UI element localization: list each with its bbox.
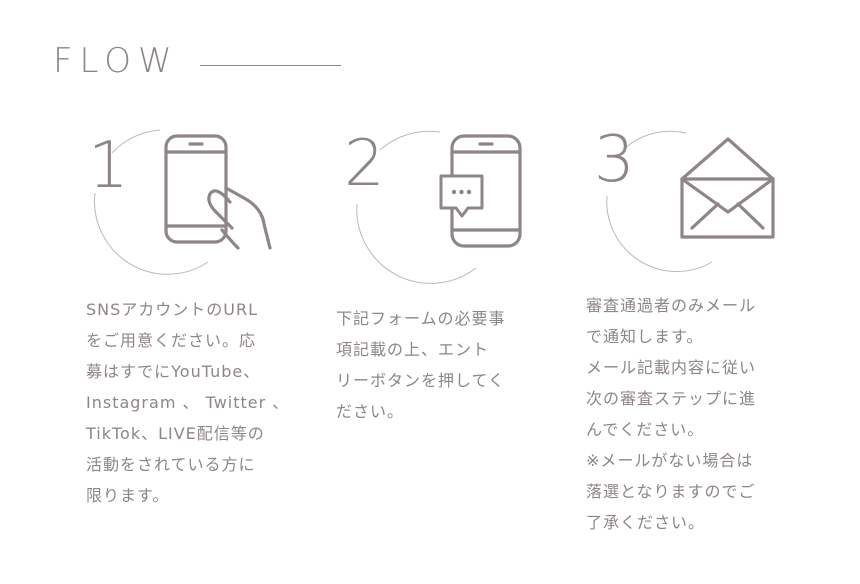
step-3-number: 3 [594,123,635,197]
step-3-line: で通知します。 [586,327,704,346]
step-3-line: メール記載内容に従い [586,358,757,377]
step-1-line: Instagram 、 Twitter 、 [86,393,290,412]
step-3-description: 審査通過者のみメール で通知します。 メール記載内容に従い 次の審査ステップに進… [586,290,756,538]
step-1-line: TikTok、LIVE配信等の [86,424,265,443]
phone-hand-icon [164,134,272,250]
step-1-line: 限ります。 [86,486,170,505]
step-1-description: SNSアカウントのURL をご用意ください。応 募はすでにYouTube、 In… [86,294,289,511]
flow-heading: FLOW [53,41,179,81]
step-1-line: 活動をされている方に [86,455,256,474]
step-2-line: 下記フォームの必要事 [336,309,506,328]
phone-chat-icon [439,134,522,248]
heading-rule [200,65,341,66]
step-3-line: 了承ください。 [586,513,706,532]
step-1-line: をご用意ください。応 [86,331,257,350]
step-3-line: 次の審査ステップに進 [586,389,757,408]
step-3-line: ※メールがない場合は [586,451,754,470]
step-2-line: ださい。 [336,402,405,421]
step-2-description: 下記フォームの必要事 項記載の上、エント リーボタンを押してく ださい。 [336,303,506,427]
step-1-number: 1 [88,129,129,203]
step-1-line: SNSアカウントのURL [86,300,259,319]
envelope-icon [680,137,775,239]
step-3-line: んでください。 [586,420,705,439]
step-3-line: 落選となりますのでご [586,482,756,501]
step-2-number: 2 [344,127,385,201]
step-2-line: 項記載の上、エント [336,340,490,359]
step-1-line: 募はすでにYouTube、 [86,362,261,381]
step-2-line: リーボタンを押してく [336,371,506,390]
step-3-line: 審査通過者のみメール [586,296,757,315]
